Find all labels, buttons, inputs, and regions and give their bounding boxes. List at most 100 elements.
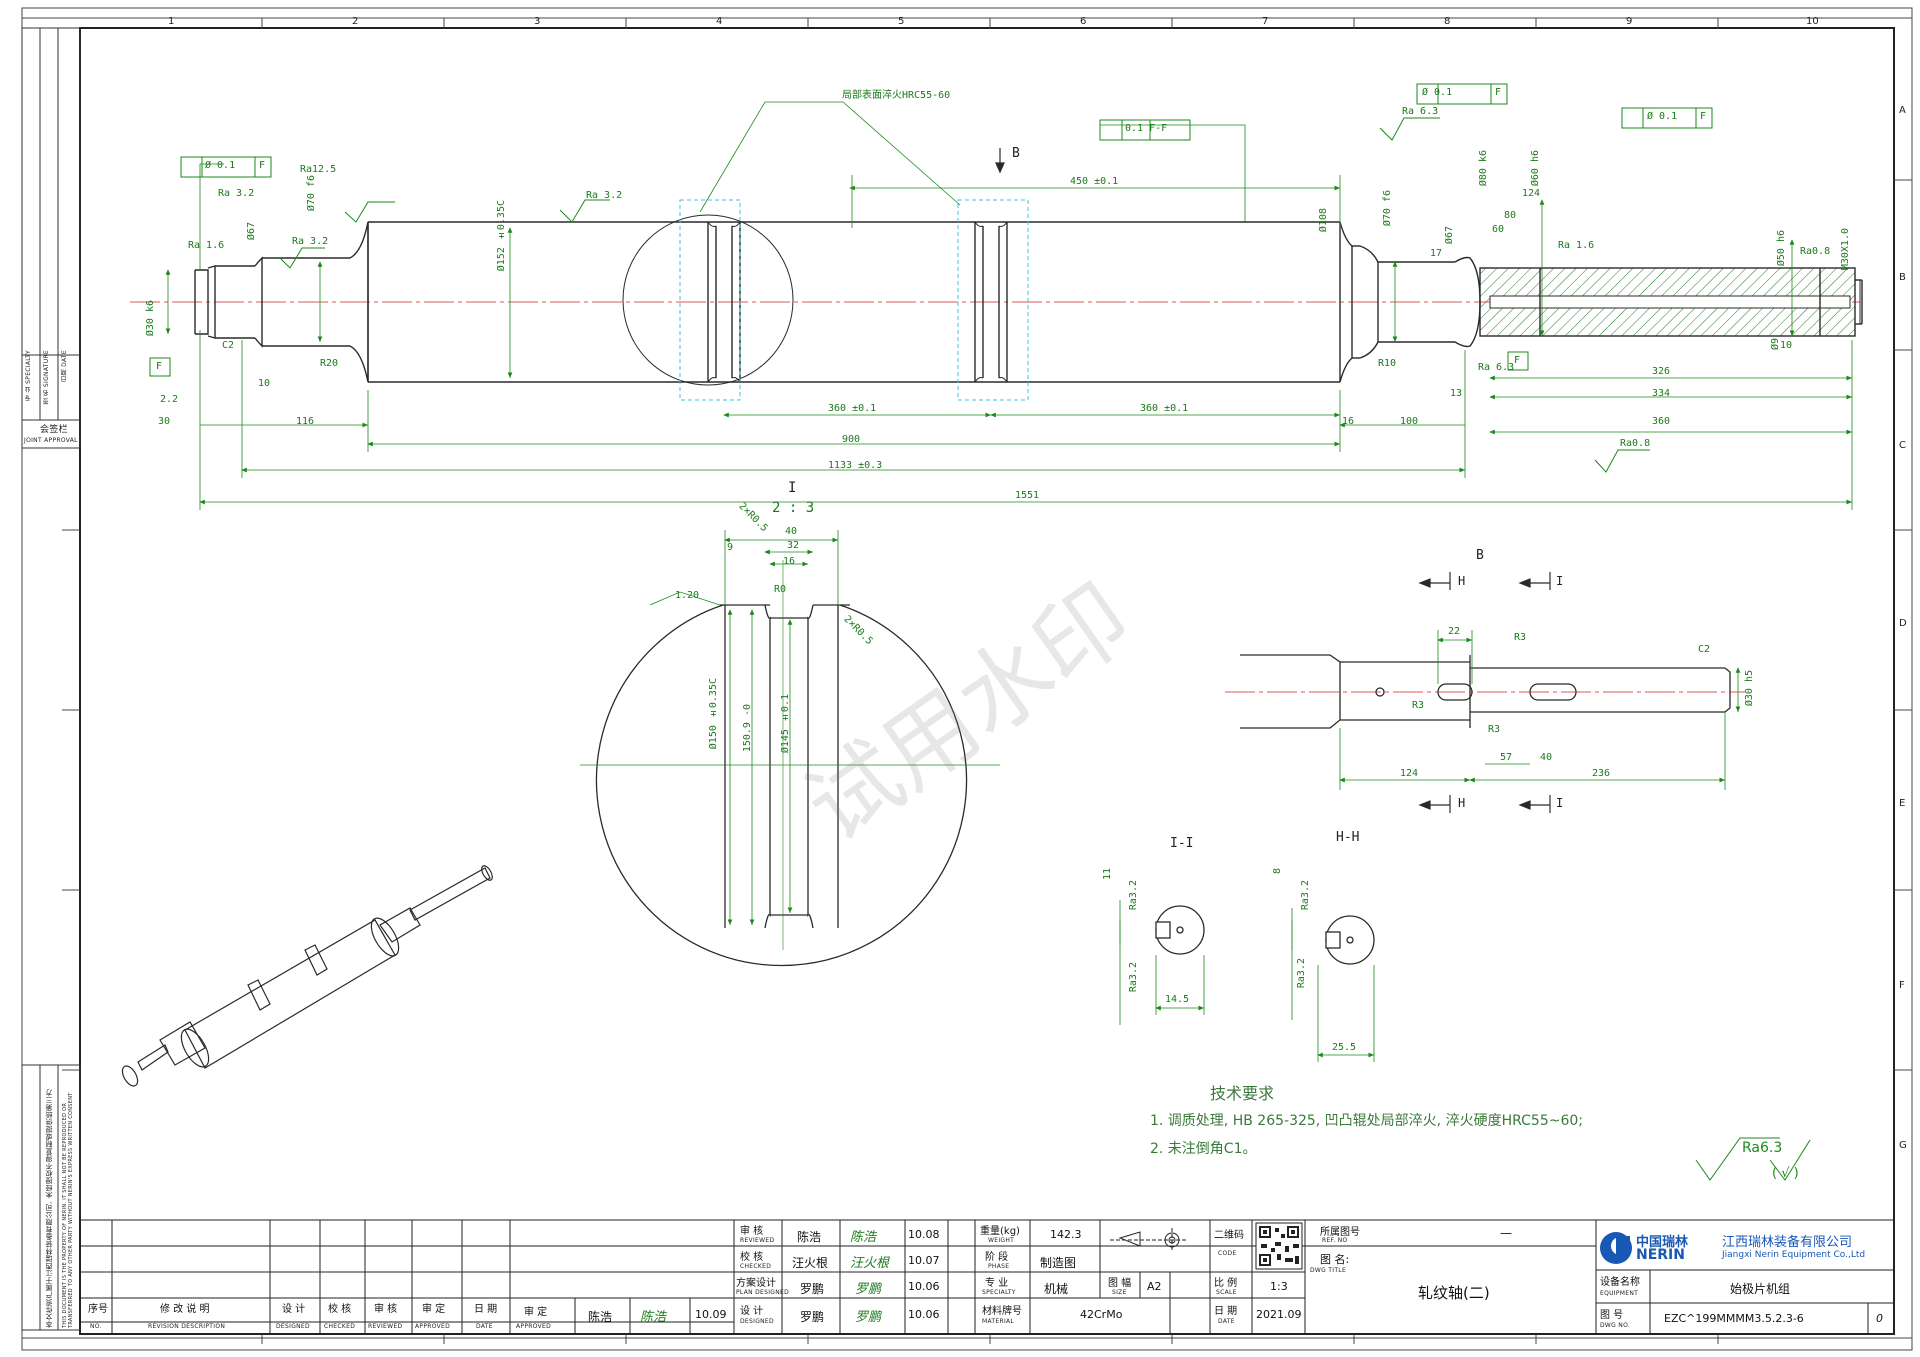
len-17: 17 (1430, 248, 1443, 259)
col-label-2: 2 (352, 16, 359, 27)
col-label-6: 6 (1080, 16, 1087, 27)
len-1551: 1551 (1015, 490, 1040, 501)
rev-desc-label: 修 改 说 明 (160, 1304, 210, 1315)
ra-right-1: Ra 6.3 (1402, 106, 1439, 117)
radius-10: R10 (1378, 358, 1397, 369)
len-80: 80 (1504, 210, 1517, 221)
detail-i-dia-145: Ø145 ±0.1 (780, 694, 791, 754)
chamfer-c2: C2 (222, 340, 235, 351)
row-label-b: B (1899, 272, 1906, 283)
dwg-no-label: 图 号 (1600, 1310, 1624, 1321)
side-notice-en: THIS DOCUMENT IS THE PROPERTY OF NERIN. … (62, 1092, 74, 1328)
detail-i-dim-32: 32 (787, 540, 800, 551)
row-reviewed-date: 10.08 (908, 1228, 940, 1241)
side-field-date: 日期 DATE (61, 350, 68, 382)
len-900: 900 (842, 434, 861, 445)
col-label-5: 5 (898, 16, 905, 27)
view-b-len-40: 40 (1540, 752, 1553, 763)
rev-desc-label-en: REVISION DESCRIPTION (148, 1323, 226, 1330)
ra-right-5: Ra 6.3 (1478, 362, 1515, 373)
detail-i-dim-16: 16 (783, 556, 796, 567)
equipment-label-en: EQUIPMENT (1600, 1290, 1639, 1297)
section-arrows (995, 148, 1551, 813)
view-b (1225, 654, 1745, 729)
ra-left-4: Ra12.5 (300, 164, 337, 175)
view-b-section-i-top: I (1556, 574, 1564, 588)
section-h-title: H-H (1336, 830, 1360, 845)
len-360-b: 360 ±0.1 (1140, 403, 1189, 414)
phase-label-en: PHASE (988, 1263, 1010, 1270)
view-b-len-22: 22 (1448, 626, 1461, 637)
detail-markers (622, 199, 1861, 401)
gdt-frame-top: Ø 0.1 (1422, 87, 1453, 98)
detail-i (580, 560, 1000, 967)
view-b-section-i-bottom: I (1556, 796, 1564, 810)
detail-i-dims (649, 530, 839, 925)
surface-hardening-note: 局部表面淬火HRC55-60 (842, 90, 951, 101)
view-b-radius-3a: R3 (1514, 632, 1527, 643)
dia-67-right: Ø67 (1444, 226, 1455, 245)
view-b-title: B (1476, 548, 1484, 563)
gdt-frame-left: Ø 0.1 (205, 160, 236, 171)
view-b-dia-30: Ø30 h5 (1744, 670, 1755, 707)
row-plan-name: 罗鹏 (800, 1282, 825, 1296)
row-checked-date: 10.07 (908, 1254, 940, 1267)
weight-value: 142.3 (1050, 1228, 1082, 1241)
section-h-ra-b: Ra3.2 (1296, 958, 1307, 989)
len-13: 13 (1450, 388, 1463, 399)
designed-label-en: DESIGNED (276, 1323, 310, 1330)
len-10: 10 (1780, 340, 1793, 351)
weight-label-en: WEIGHT (988, 1237, 1015, 1244)
phase-value: 制造图 (1040, 1256, 1077, 1270)
tech-requirement-2: 2. 未注倒角C1。 (1150, 1141, 1257, 1157)
view-b-chamfer: C2 (1698, 644, 1711, 655)
dia-67-left: Ø67 (246, 222, 257, 241)
view-b-marker: B (1012, 146, 1020, 161)
row-checked-role: 校 核 (740, 1252, 764, 1263)
row-designed-signature: 罗鹏 (855, 1310, 882, 1325)
row-plan-date: 10.06 (908, 1280, 940, 1293)
len-360: 360 (1652, 416, 1671, 427)
final-approve-label-en: APPROVED (516, 1323, 552, 1330)
outer-border (21, 7, 1913, 1351)
row-label-f: F (1899, 980, 1905, 991)
row-checked-signature: 汪火根 (850, 1256, 890, 1271)
ra-right-2: Ra 1.6 (1558, 240, 1595, 251)
ra-right-4: Ra0.8 (1620, 438, 1651, 449)
len-116: 116 (296, 416, 315, 427)
qr-code-icon (1255, 1222, 1303, 1270)
detail-i-dia-150: Ø150 ±0.35C (708, 678, 719, 750)
gdt-frames (149, 83, 1713, 377)
scale-label-en: SCALE (1216, 1289, 1237, 1296)
equipment-label: 设备名称 (1600, 1277, 1640, 1288)
thread-m30: M30X1.0 (1840, 228, 1851, 271)
detail-i-radius-3: R0 (774, 584, 787, 595)
detail-i-scale: 2 : 3 (772, 500, 815, 516)
dia-60: Ø60 h6 (1530, 150, 1541, 187)
specialty-label: 专 业 (985, 1278, 1009, 1289)
date2-label-en: DATE (1218, 1318, 1235, 1325)
row-checked-name: 汪火根 (792, 1256, 829, 1270)
grid-ticks (62, 18, 1912, 1344)
tech-requirements-title: 技术要求 (1210, 1084, 1275, 1103)
detail-i-dim-40: 40 (785, 526, 798, 537)
row-label-d: D (1899, 618, 1907, 629)
dia-80: Ø80 k6 (1478, 150, 1489, 187)
dia-70-right: Ø70 f6 (1382, 190, 1393, 227)
ref-label-en: REF. NO (1322, 1237, 1348, 1244)
general-roughness-other: ( √ ) (1772, 1166, 1799, 1181)
len-1133: 1133 ±0.3 (828, 460, 883, 471)
date-label-en: DATE (476, 1323, 493, 1330)
final-approve-signature: 陈浩 (640, 1310, 667, 1325)
len-2-2: 2.2 (160, 394, 179, 405)
view-b-radius-3b: R3 (1412, 700, 1425, 711)
row-reviewed-signature: 陈浩 (850, 1230, 877, 1245)
section-i-title: I-I (1170, 836, 1194, 851)
detail-i-title: I (788, 480, 797, 496)
revision-value: 0 (1876, 1312, 1883, 1325)
ra-left-2: Ra 1.6 (188, 240, 225, 251)
view-b-section-h-bottom: H (1458, 796, 1466, 810)
row-label-g: G (1899, 1140, 1907, 1151)
tech-requirement-1: 1. 调质处理, HB 265-325, 凹凸辊处局部淬火, 淬火硬度HRC55… (1150, 1113, 1583, 1129)
